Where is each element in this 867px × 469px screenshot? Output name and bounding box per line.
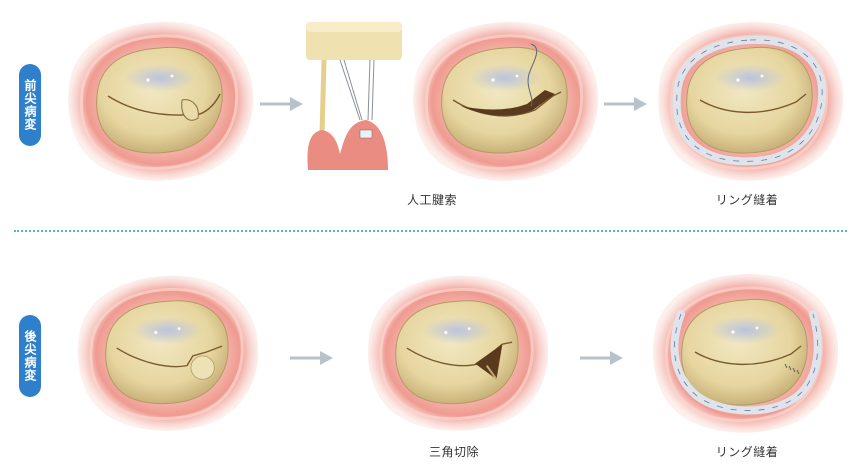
valve-anterior-prolapse [60,14,260,184]
row-label-anterior: 前尖病変 [19,64,41,146]
valve-partial-ring [645,266,845,436]
row-label-text: 後尖病変 [23,330,37,382]
caption-ring-annuloplasty: リング縫着 [715,193,779,207]
row-label-text: 前尖病変 [23,79,37,131]
artificial-chordae-illustration [300,14,410,174]
arrow-right-icon [260,96,304,112]
valve-artificial-chordae [405,14,605,184]
caption-artificial-chordae: 人工腱索 [406,193,457,207]
section-divider [14,230,847,232]
caption-ring-annuloplasty: リング縫着 [715,445,779,459]
valve-full-ring [650,14,850,184]
arrow-right-icon [290,350,334,366]
row-label-posterior: 後尖病変 [19,315,41,397]
valve-posterior-prolapse [70,268,265,434]
arrow-right-icon [604,96,648,112]
caption-triangular-resection: 三角切除 [428,445,479,459]
valve-triangular-resection [360,268,555,434]
arrow-right-icon [580,350,624,366]
